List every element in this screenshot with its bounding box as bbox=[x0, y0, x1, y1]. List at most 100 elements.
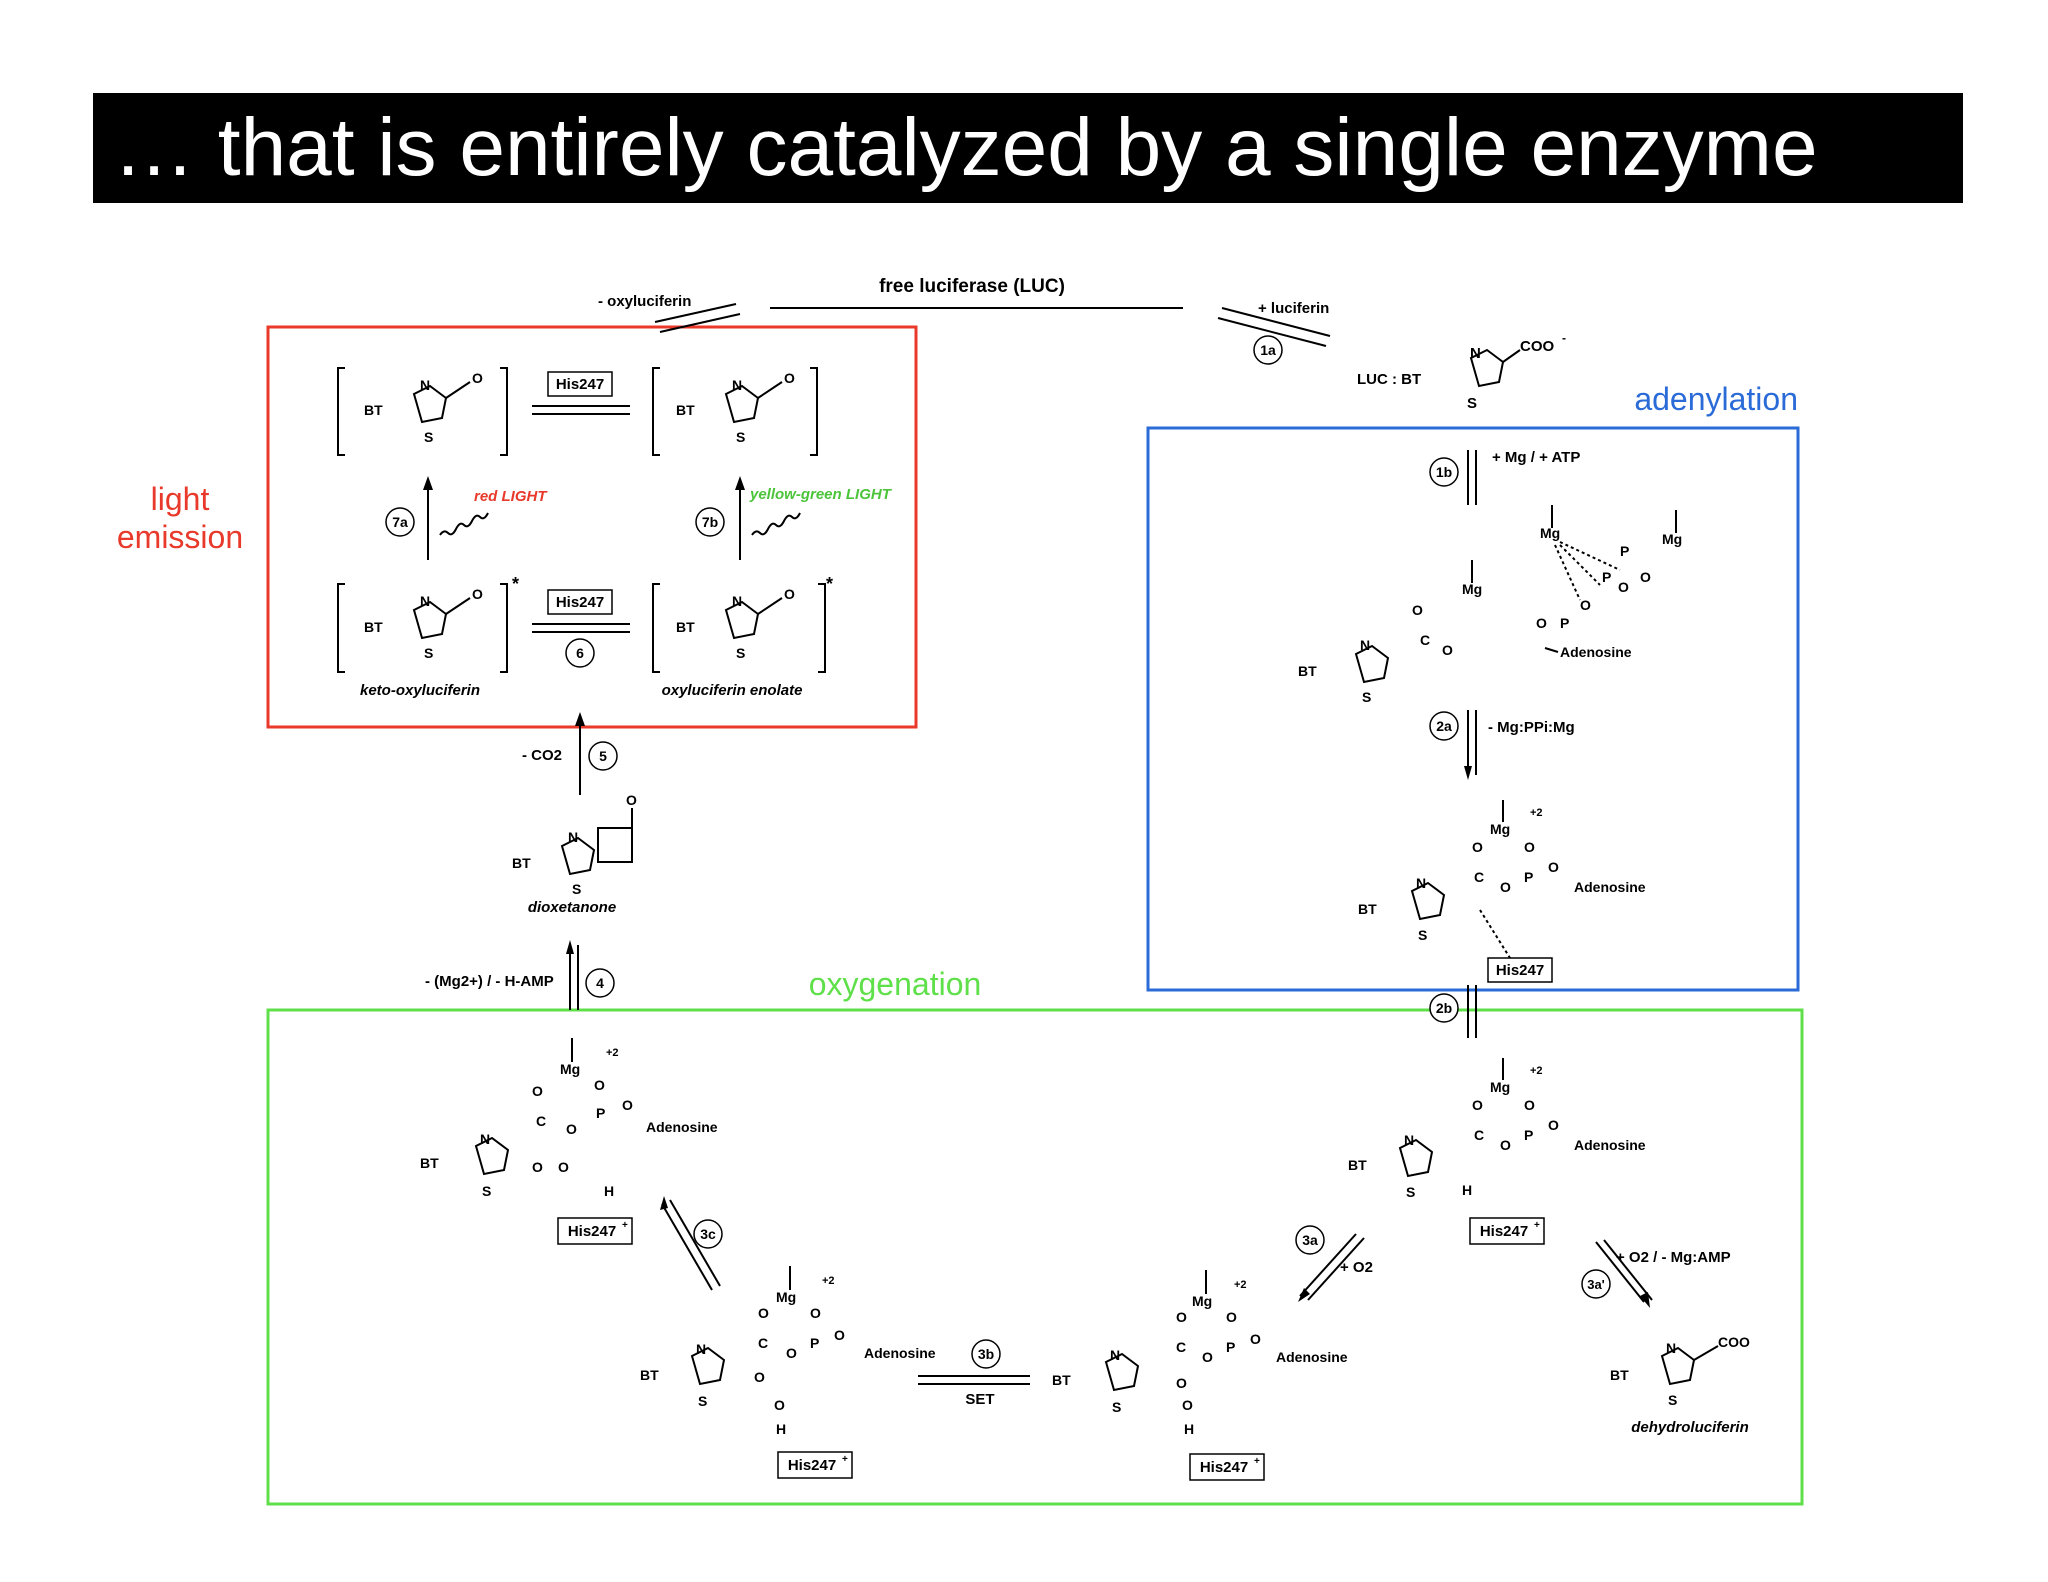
svg-text:+2: +2 bbox=[1530, 1065, 1543, 1077]
svg-text:O: O bbox=[784, 370, 795, 386]
svg-text:N: N bbox=[732, 593, 742, 609]
bt-keto-top: BT bbox=[364, 402, 383, 418]
svg-text:P: P bbox=[1524, 869, 1533, 885]
step-1a-badge: 1a bbox=[1253, 335, 1283, 365]
svg-text:His247: His247 bbox=[788, 1457, 836, 1474]
svg-text:O: O bbox=[1548, 1117, 1559, 1133]
svg-text:N: N bbox=[1360, 637, 1370, 653]
coo-label: COO bbox=[1520, 338, 1555, 355]
svg-text:3a': 3a' bbox=[1587, 1277, 1605, 1292]
svg-text:N: N bbox=[1110, 1347, 1120, 1363]
oxygenation-label: oxygenation bbox=[809, 966, 982, 1002]
svg-text:S: S bbox=[482, 1183, 491, 1199]
svg-text:5: 5 bbox=[599, 748, 607, 764]
svg-text:H: H bbox=[776, 1421, 786, 1437]
plus-luciferin-label: + luciferin bbox=[1258, 300, 1329, 317]
svg-text:N: N bbox=[696, 1341, 706, 1357]
svg-text:S: S bbox=[1467, 395, 1477, 412]
bt-keto-bottom: BT bbox=[364, 619, 383, 635]
svg-text:*: * bbox=[826, 574, 833, 594]
svg-text:Mg: Mg bbox=[1540, 525, 1560, 541]
svg-text:O: O bbox=[1250, 1331, 1261, 1347]
svg-text:S: S bbox=[1112, 1399, 1121, 1415]
minus-co2-label: - CO2 bbox=[522, 747, 562, 764]
svg-text:O: O bbox=[1442, 642, 1453, 658]
svg-text:1a: 1a bbox=[1260, 342, 1276, 358]
svg-text:O: O bbox=[786, 1345, 797, 1361]
svg-text:S: S bbox=[424, 429, 433, 445]
svg-text:P: P bbox=[810, 1335, 819, 1351]
step-1b-badge: 1b bbox=[1429, 457, 1459, 487]
svg-text:Mg: Mg bbox=[1662, 531, 1682, 547]
svg-text:Mg: Mg bbox=[560, 1061, 580, 1077]
svg-text:O: O bbox=[1524, 839, 1535, 855]
svg-text:O: O bbox=[626, 792, 637, 808]
svg-text:6: 6 bbox=[576, 645, 584, 661]
free-luciferase-label: free luciferase (LUC) bbox=[879, 276, 1065, 297]
light-emission-label-2: emission bbox=[117, 519, 243, 555]
svg-text:O: O bbox=[1226, 1309, 1237, 1325]
svg-text:+: + bbox=[1254, 1456, 1260, 1467]
svg-text:N: N bbox=[480, 1131, 490, 1147]
svg-text:COO: COO bbox=[1718, 1334, 1750, 1350]
svg-text:C: C bbox=[1420, 632, 1430, 648]
svg-text:O: O bbox=[1176, 1309, 1187, 1325]
svg-text:H: H bbox=[604, 1183, 614, 1199]
adenosine-adenylate: Adenosine bbox=[1574, 879, 1646, 895]
step-5-badge: 5 bbox=[588, 741, 618, 771]
svg-text:+2: +2 bbox=[606, 1047, 619, 1059]
bt-mid-right: BT bbox=[1052, 1372, 1071, 1388]
bt-mid-left: BT bbox=[640, 1367, 659, 1383]
svg-text:P: P bbox=[1524, 1127, 1533, 1143]
svg-text:Mg: Mg bbox=[1490, 821, 1510, 837]
dehydroluciferin-label: dehydroluciferin bbox=[1631, 1419, 1749, 1436]
svg-text:His247: His247 bbox=[1480, 1223, 1528, 1240]
svg-text:P: P bbox=[1602, 569, 1611, 585]
adenosine-mid-left: Adenosine bbox=[864, 1345, 936, 1361]
svg-text:+: + bbox=[1534, 1220, 1540, 1231]
svg-text:N: N bbox=[568, 829, 578, 845]
svg-text:His247: His247 bbox=[1200, 1459, 1248, 1476]
svg-text:P: P bbox=[1226, 1339, 1235, 1355]
svg-text:His247: His247 bbox=[1496, 962, 1544, 979]
svg-text:N: N bbox=[1666, 1340, 1676, 1356]
svg-text:S: S bbox=[736, 645, 745, 661]
svg-text:O: O bbox=[1618, 579, 1629, 595]
mg-hamp-label: - (Mg2+) / - H-AMP bbox=[425, 973, 554, 990]
svg-text:N: N bbox=[1470, 345, 1481, 362]
svg-text:7a: 7a bbox=[392, 514, 408, 530]
adenylation-label: adenylation bbox=[1634, 381, 1798, 417]
svg-text:O: O bbox=[532, 1083, 543, 1099]
svg-text:S: S bbox=[736, 429, 745, 445]
svg-text:C: C bbox=[1176, 1339, 1186, 1355]
svg-text:O: O bbox=[1524, 1097, 1535, 1113]
svg-text:O: O bbox=[1536, 615, 1547, 631]
svg-text:N: N bbox=[732, 377, 742, 393]
title-bar: … that is entirely catalyzed by a single… bbox=[93, 93, 1963, 203]
svg-text:Mg: Mg bbox=[1192, 1293, 1212, 1309]
adenosine-right: Adenosine bbox=[1574, 1137, 1646, 1153]
svg-text:O: O bbox=[472, 586, 483, 602]
svg-text:Mg: Mg bbox=[1462, 581, 1482, 597]
svg-text:O: O bbox=[810, 1305, 821, 1321]
svg-text:H: H bbox=[1184, 1421, 1194, 1437]
svg-text:Mg: Mg bbox=[776, 1289, 796, 1305]
svg-text:S: S bbox=[698, 1393, 707, 1409]
svg-text:Mg: Mg bbox=[1490, 1079, 1510, 1095]
adenosine-mid-right: Adenosine bbox=[1276, 1349, 1348, 1365]
his247-box-middle bbox=[547, 589, 613, 615]
minus-oxyluciferin-label: - oxyluciferin bbox=[598, 293, 691, 310]
step-3a-prime-badge: 3a' bbox=[1581, 1269, 1611, 1299]
svg-text:*: * bbox=[512, 574, 519, 594]
svg-text:-: - bbox=[1562, 331, 1566, 345]
mg-atp-label: + Mg / + ATP bbox=[1492, 449, 1580, 466]
set-label: SET bbox=[965, 1391, 994, 1408]
svg-text:N: N bbox=[1416, 875, 1426, 891]
svg-text:His247: His247 bbox=[556, 594, 604, 611]
adenosine-atp: Adenosine bbox=[1560, 644, 1632, 660]
svg-text:S: S bbox=[1418, 927, 1427, 943]
bt-enolate-top: BT bbox=[676, 402, 695, 418]
svg-text:+2: +2 bbox=[1234, 1279, 1247, 1291]
svg-text:His247: His247 bbox=[568, 1223, 616, 1240]
